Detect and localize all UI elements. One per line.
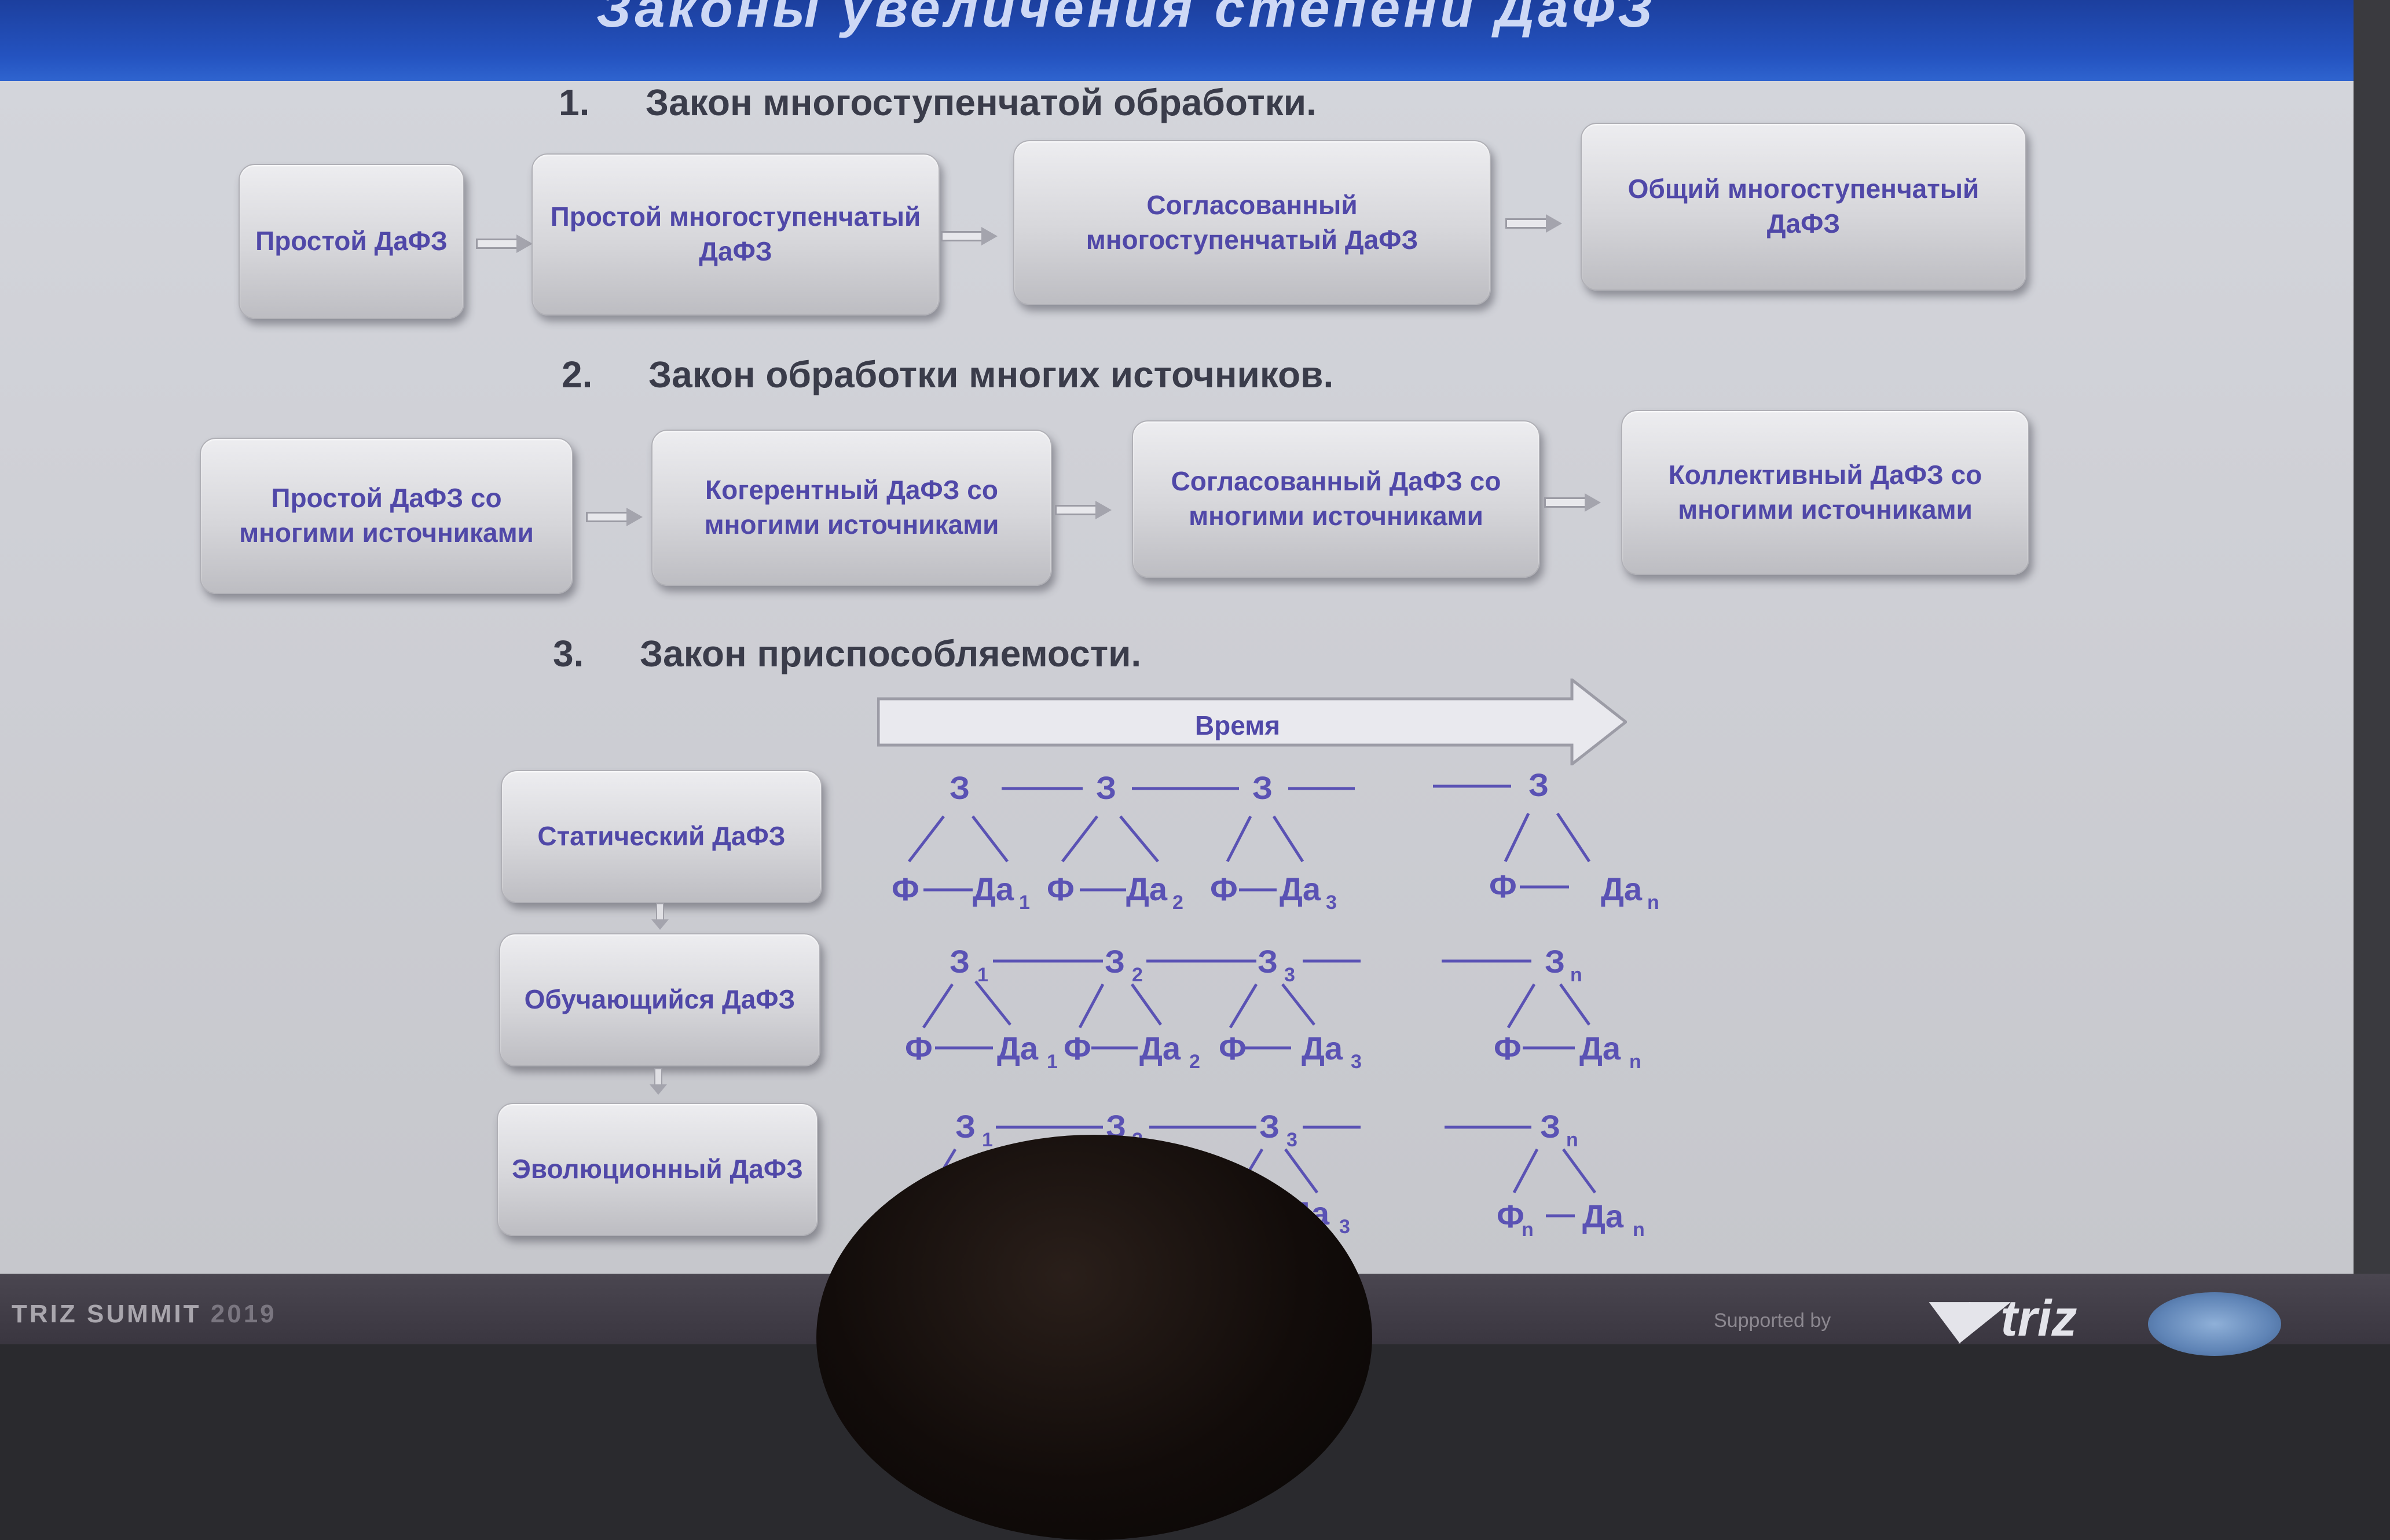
z-node: З bbox=[1259, 1108, 1280, 1145]
law2-number: 2. bbox=[562, 354, 593, 395]
footer-event-name: TRIZ SUMMIT bbox=[12, 1300, 201, 1328]
z-node: З bbox=[1528, 767, 1549, 803]
da-node: Да bbox=[1579, 1030, 1621, 1066]
subscript: 3 bbox=[1286, 1129, 1297, 1151]
subscript: n bbox=[1647, 892, 1659, 914]
z-node: З bbox=[950, 769, 970, 806]
triz-logo: ◥◤triz bbox=[1922, 1288, 2077, 1348]
subscript: 3 bbox=[1284, 964, 1295, 986]
law1-box-2: Простой многоступенчатый ДаФЗ bbox=[531, 153, 940, 316]
subscript: 1 bbox=[1047, 1051, 1058, 1073]
law2-arrow-3 bbox=[1544, 493, 1602, 512]
law2-arrow-1 bbox=[586, 508, 644, 526]
subscript: 2 bbox=[1132, 964, 1143, 986]
law1-box-1: Простой ДаФЗ bbox=[239, 164, 464, 319]
da-node: Да bbox=[973, 871, 1014, 907]
f-node: Ф bbox=[1047, 871, 1075, 907]
law2-box-3: Согласованный ДаФЗ со многими источникам… bbox=[1132, 420, 1540, 578]
projection-screen: Законы увеличения степени ДаФЗ 1. Закон м… bbox=[0, 0, 2354, 1274]
da-node: Да bbox=[1280, 871, 1321, 907]
da-node: Да bbox=[1302, 1030, 1343, 1066]
law1-number: 1. bbox=[559, 82, 590, 123]
law3-heading: 3. Закон приспособляемости. bbox=[553, 632, 1141, 675]
da-node: Да bbox=[1139, 1030, 1181, 1066]
law3-number: 3. bbox=[553, 633, 584, 674]
f-node: Ф bbox=[1497, 1198, 1524, 1234]
subscript: 2 bbox=[1172, 892, 1183, 914]
law2-heading: 2. Закон обработки многих источников. bbox=[562, 353, 1333, 396]
subscript: 1 bbox=[1019, 892, 1030, 914]
da-node: Да bbox=[1601, 871, 1643, 907]
subscript: 2 bbox=[1189, 1051, 1200, 1073]
slide-title-bar: Законы увеличения степени ДаФЗ bbox=[0, 0, 2354, 81]
law2-box-2: Когерентный ДаФЗ со многими источниками bbox=[651, 430, 1052, 586]
law2-arrow-2 bbox=[1055, 501, 1113, 519]
subscript: n bbox=[1633, 1219, 1645, 1241]
law3-arrow-1 bbox=[651, 903, 669, 932]
z-node: З bbox=[955, 1108, 976, 1145]
subscript: n bbox=[1522, 1219, 1534, 1241]
law2-title: Закон обработки многих источников. bbox=[648, 354, 1334, 395]
law3-title: Закон приспособляемости. bbox=[640, 633, 1142, 674]
triz-logo-mark-icon: ◥◤ bbox=[1922, 1289, 2001, 1347]
z-node: З bbox=[950, 943, 970, 980]
subscript: 3 bbox=[1351, 1051, 1362, 1073]
z-node: З bbox=[1096, 769, 1116, 806]
law1-box-3: Согласованный многоступенчатый ДаФЗ bbox=[1013, 140, 1491, 305]
footer-event: TRIZ SUMMIT 2019 bbox=[12, 1300, 277, 1329]
f-node: Ф bbox=[892, 871, 919, 907]
law1-box-4: Общий многоступенчатый ДаФЗ bbox=[1581, 123, 2026, 291]
law3-box-2: Обучающийся ДаФЗ bbox=[499, 933, 820, 1066]
law3-box-1: Статический ДаФЗ bbox=[501, 770, 822, 903]
law3-box-3: Эволюционный ДаФЗ bbox=[497, 1103, 818, 1236]
f-node: Ф bbox=[1064, 1030, 1091, 1066]
triz-logo-text: triz bbox=[2000, 1289, 2077, 1347]
f-node: Ф bbox=[1210, 871, 1238, 907]
audience-head-silhouette bbox=[816, 1135, 1372, 1540]
subscript: 3 bbox=[1339, 1216, 1350, 1238]
sponsor-globe-icon bbox=[2148, 1292, 2281, 1356]
law1-arrow-1 bbox=[476, 234, 534, 253]
law3-arrow-2 bbox=[650, 1068, 667, 1097]
law1-title: Закон многоступенчатой обработки. bbox=[646, 82, 1317, 123]
f-node: Ф bbox=[905, 1030, 933, 1066]
f-node: Ф bbox=[1219, 1030, 1247, 1066]
subscript: n bbox=[1570, 964, 1582, 986]
z-node: З bbox=[1252, 769, 1273, 806]
law1-heading: 1. Закон многоступенчатой обработки. bbox=[559, 81, 1317, 124]
time-arrow bbox=[877, 679, 1627, 765]
time-label: Время bbox=[1194, 710, 1281, 740]
f-node: Ф bbox=[1494, 1030, 1522, 1066]
law1-arrow-2 bbox=[941, 227, 999, 245]
z-node: З bbox=[1258, 943, 1278, 980]
da-node: Да bbox=[1582, 1198, 1624, 1234]
law2-box-4: Коллективный ДаФЗ со многими источниками bbox=[1621, 410, 2029, 575]
da-node: Да bbox=[997, 1030, 1039, 1066]
z-node: З bbox=[1105, 943, 1125, 980]
footer-supported: Supported by bbox=[1714, 1310, 1831, 1332]
z-node: З bbox=[1540, 1108, 1560, 1145]
slide-title: Законы увеличения степени ДаФЗ bbox=[596, 0, 1656, 38]
law1-arrow-3 bbox=[1505, 214, 1563, 233]
subscript: 3 bbox=[1326, 892, 1337, 914]
z-node: З bbox=[1545, 943, 1565, 980]
subscript: 1 bbox=[982, 1129, 993, 1151]
footer-year: 2019 bbox=[210, 1300, 277, 1328]
subscript: n bbox=[1566, 1129, 1578, 1151]
subscript: 1 bbox=[977, 964, 988, 986]
law2-box-1: Простой ДаФЗ со многими источниками bbox=[200, 438, 573, 594]
f-node: Ф bbox=[1489, 868, 1517, 904]
da-node: Да bbox=[1126, 871, 1168, 907]
subscript: n bbox=[1629, 1051, 1641, 1073]
